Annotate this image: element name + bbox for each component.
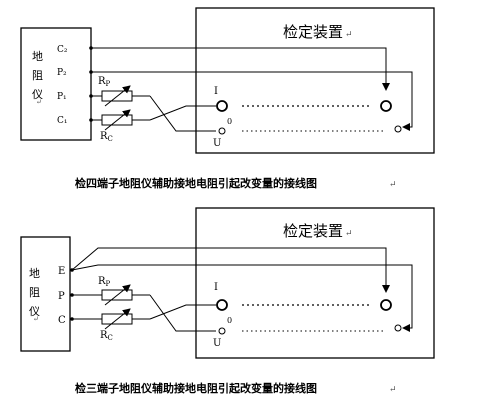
wire-p2 xyxy=(91,71,413,131)
resistor-rp xyxy=(101,284,133,306)
resistor-rc-label: RC xyxy=(100,131,113,143)
diagram-four-terminal: 地 阻 仪 ↵ C₂ P₂ P₁ C₁ RP xyxy=(20,7,435,190)
wire-e-to-current xyxy=(71,247,390,293)
diagram-three-terminal: 地 阻 仪 ↵ E P C RP xyxy=(20,207,435,395)
caption-four-terminal: 检四端子地阻仪辅助接地电阻引起改变量的接线图 xyxy=(75,176,317,190)
para-mark: ↵ xyxy=(345,30,353,40)
calibration-device-title: 检定装置 xyxy=(283,222,343,240)
zero-label: 0 xyxy=(227,316,232,325)
current-terminal-left xyxy=(216,299,228,311)
tester-name-char-3: 仪 xyxy=(29,305,40,318)
current-terminal-right xyxy=(380,299,392,311)
para-mark: ↵ xyxy=(389,180,397,190)
current-terminal-label: I xyxy=(214,282,218,293)
terminal-p2-label: P₂ xyxy=(57,68,67,78)
wire-rc-to-i xyxy=(149,105,216,121)
voltage-terminal-right xyxy=(394,125,402,133)
wire-rp-to-u xyxy=(149,95,216,132)
terminal-c1-label: C₁ xyxy=(57,116,68,126)
voltage-terminal-label: U xyxy=(213,338,221,349)
resistor-rc xyxy=(101,308,133,330)
terminal-c2-label: C₂ xyxy=(57,45,68,55)
wire-rp-to-u xyxy=(149,294,216,332)
resistor-rp-label: RP xyxy=(98,276,111,288)
terminal-p1-label: P₁ xyxy=(57,92,67,102)
wire-c2 xyxy=(91,47,390,91)
para-mark: ↵ xyxy=(36,98,42,106)
earth-tester-box xyxy=(20,27,92,141)
terminal-c-label: C xyxy=(58,315,66,326)
current-terminal-right xyxy=(380,100,392,112)
earth-tester-box xyxy=(20,236,71,352)
calibration-device-box xyxy=(195,7,435,154)
wire-rc-to-i xyxy=(149,304,216,320)
current-terminal-label: I xyxy=(214,86,218,97)
resistor-rp xyxy=(101,85,133,107)
voltage-terminal-left xyxy=(218,127,226,135)
para-mark: ↵ xyxy=(33,315,39,323)
wires-three-terminal xyxy=(71,247,413,332)
terminal-p-label: P xyxy=(58,291,65,302)
voltage-terminal-left xyxy=(218,327,226,335)
tester-name-char-3: 仪 xyxy=(32,88,43,101)
para-mark: ↵ xyxy=(345,229,353,239)
calibration-device-box xyxy=(195,207,435,359)
para-mark: ↵ xyxy=(389,385,397,395)
wire-e-to-voltage xyxy=(71,264,413,332)
tester-name-char-1: 地 xyxy=(29,267,40,280)
resistor-rp-label: RP xyxy=(98,76,111,88)
wires-four-terminal xyxy=(91,47,413,132)
voltage-terminal-label: U xyxy=(213,138,221,149)
resistor-rc xyxy=(101,109,133,131)
zero-label: 0 xyxy=(227,117,232,126)
tester-name-char-2: 阻 xyxy=(29,286,40,299)
tester-name-char-2: 阻 xyxy=(32,69,43,82)
resistor-rc-label: RC xyxy=(100,330,113,342)
current-terminal-left xyxy=(216,100,228,112)
voltage-terminal-right xyxy=(394,324,402,332)
caption-three-terminal: 检三端子地阻仪辅助接地电阻引起改变量的接线图 xyxy=(75,381,317,395)
tester-name-char-1: 地 xyxy=(32,50,43,63)
terminal-e-label: E xyxy=(58,266,65,277)
calibration-device-title: 检定装置 xyxy=(283,23,343,41)
